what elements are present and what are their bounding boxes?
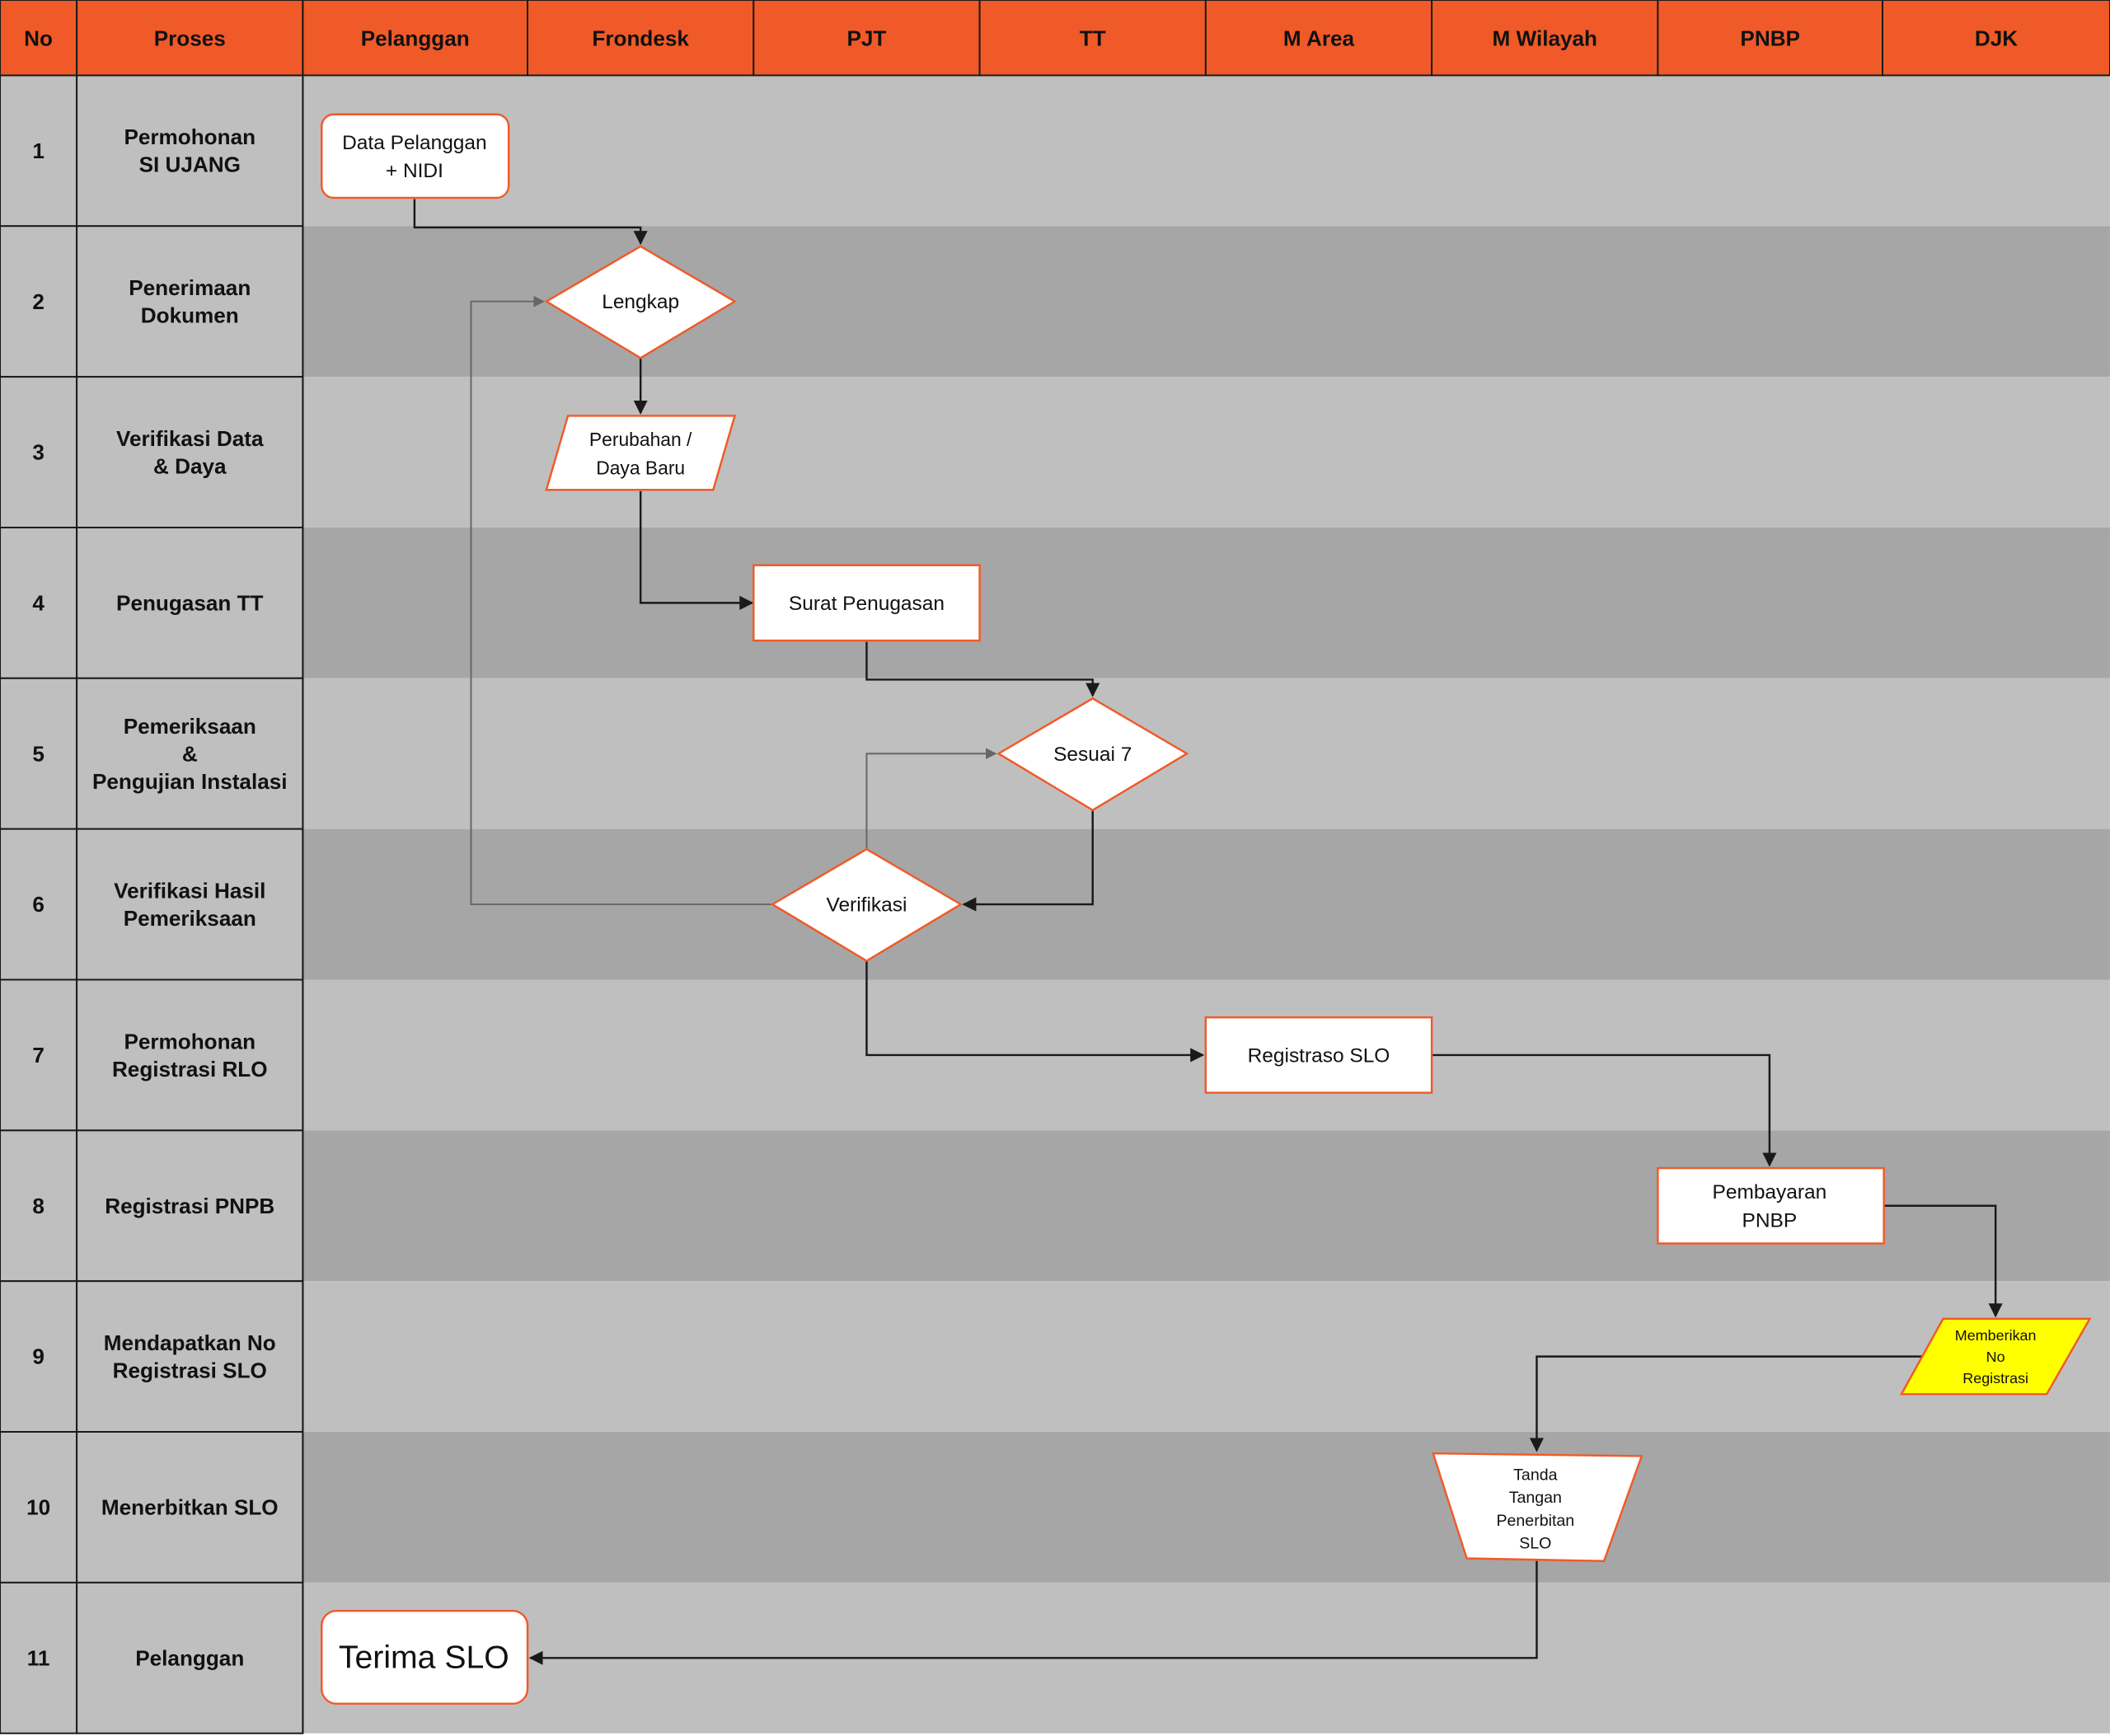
node-label: Verifikasi: [826, 894, 907, 917]
node-lengkap-decision[interactable]: Lengkap: [544, 245, 737, 359]
header-label: Pelanggan: [361, 26, 470, 51]
row-process-cell: [76, 677, 304, 830]
header-label: PNBP: [1740, 26, 1800, 51]
header-label: M Area: [1283, 26, 1355, 51]
header-label: No: [24, 26, 53, 51]
process-label: Registrasi PNPB: [105, 1194, 274, 1218]
row-process-cell: [76, 1581, 304, 1734]
header-label: Frondesk: [592, 26, 689, 51]
row-number-cell: [0, 677, 78, 830]
edge-memberikan-to-tanda-tangan: [1529, 1355, 1922, 1452]
lane-row-band: [302, 1432, 2110, 1583]
node-label: Perubahan /Daya Baru: [589, 429, 692, 478]
process-label: Verifikasi Data& Daya: [116, 426, 264, 478]
node-label: Registraso SLO: [1248, 1044, 1390, 1067]
edge-verifikasi-to-sesuai-loop: [865, 748, 997, 850]
row-number: 8: [32, 1194, 45, 1218]
process-label: Pelanggan: [135, 1645, 244, 1670]
row-number: 7: [32, 1043, 45, 1067]
row-number: 4: [32, 591, 45, 616]
node-label: Data Pelanggan+ NIDI: [342, 132, 487, 182]
edge-tanda-tangan-to-terima: [528, 1560, 1538, 1665]
header-cell: [978, 0, 1207, 77]
row-number-cell: [0, 1581, 78, 1734]
row-number-cell: [0, 828, 78, 981]
process-label: Menerbitkan SLO: [101, 1495, 279, 1520]
connector-lines: [413, 199, 2003, 1665]
row-process-cell: [76, 1129, 304, 1283]
header-cell: [1882, 0, 2110, 77]
row-number-cell: [0, 74, 78, 228]
row-number: 10: [26, 1495, 50, 1520]
row-number-cell: [0, 376, 78, 528]
row-number: 11: [27, 1645, 50, 1670]
row-process-cell: [76, 828, 304, 981]
row-number: 9: [32, 1344, 45, 1369]
edge-perubahan-to-surat: [639, 490, 754, 610]
lane-row-band: [302, 527, 2110, 678]
header-cell: [1657, 0, 1884, 77]
row-process-cell: [76, 376, 304, 528]
edge-sesuai-to-verifikasi: [962, 809, 1094, 912]
edge-surat-to-sesuai: [865, 641, 1100, 697]
lane-row-band: [302, 678, 2110, 829]
node-label: Sesuai 7: [1053, 744, 1132, 766]
header-label: PJT: [846, 26, 886, 51]
row-number: 2: [32, 289, 45, 314]
header-label: DJK: [1975, 26, 2018, 51]
node-sesuai-decision[interactable]: Sesuai 7: [996, 697, 1189, 812]
node-terima-slo[interactable]: Terima SLO: [321, 1609, 529, 1706]
lane-row-band: [302, 75, 2110, 227]
node-registrasi-slo[interactable]: Registraso SLO: [1204, 1016, 1433, 1094]
row-process-cell: [76, 978, 304, 1132]
row-number: 5: [32, 741, 45, 766]
row-number: 6: [32, 892, 45, 917]
node-label: Terima SLO: [339, 1640, 509, 1675]
node-surat-penugasan[interactable]: Surat Penugasan: [753, 564, 981, 642]
edge-registrasi-to-pembayaran: [1432, 1053, 1777, 1167]
row-number-cell: [0, 978, 78, 1132]
row-number-cell: [0, 1129, 78, 1283]
row-process-cell: [76, 1431, 304, 1584]
row-number: 3: [32, 440, 45, 465]
node-verifikasi-decision[interactable]: Verifikasi: [770, 847, 964, 963]
header-label: TT: [1080, 26, 1106, 51]
row-number-cell: [0, 526, 78, 679]
process-label: Pemeriksaan&Pengujian Instalasi: [92, 714, 288, 794]
edge-pembayaran-to-memberikan: [1883, 1204, 2003, 1318]
edge-data-to-lengkap: [413, 199, 648, 246]
header-cell: [76, 0, 304, 77]
row-process-cell: [76, 74, 304, 228]
node-perubahan-daya[interactable]: Perubahan /Daya Baru: [545, 415, 737, 491]
header-label: Proses: [154, 26, 226, 51]
header-label: M Wilayah: [1493, 26, 1597, 51]
row-number-cell: [0, 1280, 78, 1433]
node-data-pelanggan[interactable]: Data Pelanggan+ NIDI: [321, 113, 510, 199]
node-label: Lengkap: [602, 291, 679, 313]
edge-verifikasi-to-registrasi: [865, 960, 1205, 1063]
edge-verifikasi-to-lengkap-loop: [470, 295, 771, 906]
node-label: Surat Penugasan: [789, 593, 945, 615]
process-label: Penugasan TT: [116, 591, 263, 616]
row-number: 1: [32, 138, 45, 163]
row-process-cell: [76, 225, 304, 378]
row-process-cell: [76, 1280, 304, 1433]
flow-nodes: Data Pelanggan+ NIDI Lengkap Perubahan /…: [321, 113, 2092, 1706]
row-number-cell: [0, 1431, 78, 1584]
